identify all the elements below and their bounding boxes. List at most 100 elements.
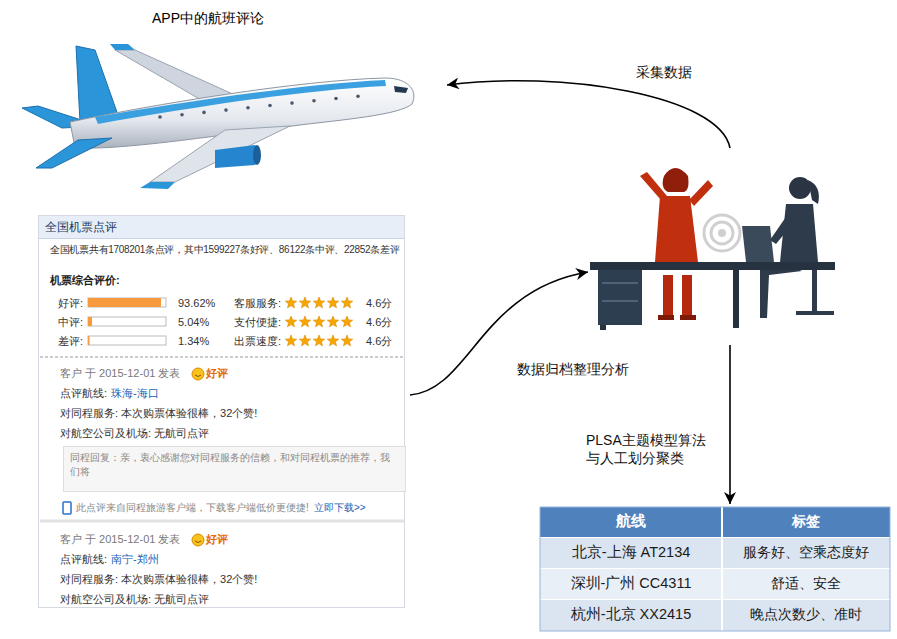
airplane-illustration	[356, 94, 360, 98]
office-illustration	[663, 168, 689, 192]
office-illustration	[760, 262, 802, 318]
review-screenshot-ground	[88, 298, 166, 307]
airplane-illustration	[76, 46, 118, 122]
review-screenshot-ground	[88, 317, 92, 326]
table-header: 航线	[540, 512, 722, 531]
airplane-illustration	[334, 97, 338, 101]
rating-stars	[341, 297, 352, 308]
rating-stars	[327, 335, 338, 346]
result-table-grid	[540, 507, 890, 631]
node-heading: 同程回复：亲，衷心感谢您对同程服务的信赖，和对同程机票的推荐，我们将	[70, 451, 399, 479]
rating-name: 差评:	[58, 334, 83, 348]
office-illustration	[789, 177, 811, 199]
rating-stars	[299, 316, 310, 327]
phone-icon	[63, 502, 71, 514]
rating-stars	[285, 297, 296, 308]
table-cell: 北京-上海 AT2134	[540, 543, 722, 562]
airplane-illustration	[268, 104, 272, 108]
rating-stars	[313, 297, 324, 308]
result-table-grid	[540, 538, 890, 568]
rating-stars	[313, 316, 324, 327]
office-illustration	[689, 180, 713, 206]
arrow-label: 数据归档整理分析	[515, 360, 631, 378]
rating-stars	[341, 316, 352, 327]
rating-stars	[285, 297, 352, 346]
office-illustration	[680, 315, 696, 320]
score-value: 4.6分	[366, 315, 392, 329]
airplane-illustration	[215, 145, 260, 168]
review-text: 对同程服务: 本次购票体验很棒，32个赞!	[60, 572, 257, 586]
summary-line: 全国机票共有1708201条点评，其中1599227条好评、86122条中评、2…	[50, 243, 399, 256]
rating-badge: 好评	[206, 366, 228, 380]
office-illustration	[808, 180, 819, 204]
table-header: 标签	[722, 512, 890, 531]
office-illustration	[733, 270, 739, 328]
office-illustration	[658, 315, 674, 320]
phone-icon	[63, 502, 71, 514]
airplane-illustration	[140, 182, 175, 189]
score-value: 4.6分	[366, 334, 392, 348]
app-note: 此点评来自同程旅游客户端，下载客户端低价更便捷!	[76, 501, 309, 514]
review-meta: 客户 于 2015-12-01 发表	[60, 532, 180, 546]
airplane-illustration	[202, 111, 206, 115]
review-screenshot-ground	[88, 317, 166, 326]
office-illustration	[590, 262, 835, 270]
score-name: 客服服务:	[234, 296, 281, 310]
field-name: 点评航线:	[60, 386, 107, 400]
office-illustration	[742, 226, 774, 262]
smiley-icon	[192, 534, 204, 546]
airplane-illustration	[150, 126, 290, 182]
smiley-icon	[192, 368, 204, 380]
office-illustration	[663, 275, 673, 317]
airplane-illustration	[158, 115, 162, 119]
route-link: 南宁-郑州	[111, 552, 159, 566]
review-screenshot-ground	[38, 215, 405, 608]
flow-arrow	[729, 345, 731, 504]
table-cell: 深圳-广州 CC4311	[540, 574, 722, 593]
percent-value: 1.34%	[178, 334, 209, 348]
score-name: 支付便捷:	[234, 315, 281, 329]
field-name: 点评航线:	[60, 552, 107, 566]
airplane-illustration	[253, 145, 261, 165]
review-screenshot-ground	[40, 520, 405, 523]
review-screenshot-ground	[40, 357, 405, 358]
rating-badge: 好评	[206, 532, 228, 546]
flow-arrow	[410, 81, 730, 504]
review-screenshot-ground	[88, 336, 90, 345]
office-illustration	[682, 275, 692, 317]
office-illustration	[796, 311, 834, 315]
reply-box: 同程回复：亲，衷心感谢您对同程服务的信赖，和对同程机票的推荐，我们将	[63, 446, 406, 492]
review-screenshot-ground	[38, 215, 405, 608]
smiley-icon	[195, 375, 201, 377]
airplane-illustration	[36, 138, 112, 168]
office-illustration	[598, 270, 642, 325]
office-illustration	[655, 196, 698, 262]
airplane-illustration	[22, 44, 414, 189]
office-illustration	[600, 325, 606, 330]
airplane-illustration	[180, 113, 184, 117]
airplane-illustration	[95, 80, 386, 124]
office-illustration	[640, 172, 667, 200]
download-link: 立即下载>>	[314, 501, 366, 514]
airplane-illustration	[290, 101, 294, 105]
office-illustration	[602, 300, 638, 302]
review-screenshot-ground	[88, 298, 161, 307]
percent-value: 5.04%	[178, 315, 209, 329]
airplane-illustration	[224, 108, 228, 112]
review-text: 对航空公司及机场: 无航司点评	[60, 426, 209, 440]
office-illustration	[711, 222, 733, 244]
rating-name: 好评:	[58, 296, 83, 310]
score-value: 4.6分	[366, 296, 392, 310]
result-table-grid	[540, 507, 890, 537]
office-illustration	[718, 229, 726, 237]
figure-heading: APP中的航班评论	[152, 9, 264, 27]
rating-stars	[327, 316, 338, 327]
office-illustration	[704, 215, 740, 251]
result-table-grid	[540, 507, 890, 631]
table-cell: 杭州-北京 XX2415	[540, 605, 722, 624]
flow-arrow	[447, 81, 730, 148]
review-text: 对同程服务: 本次购票体验很棒，32个赞!	[60, 406, 257, 420]
office-illustration	[602, 282, 638, 284]
result-table-grid	[540, 569, 890, 599]
